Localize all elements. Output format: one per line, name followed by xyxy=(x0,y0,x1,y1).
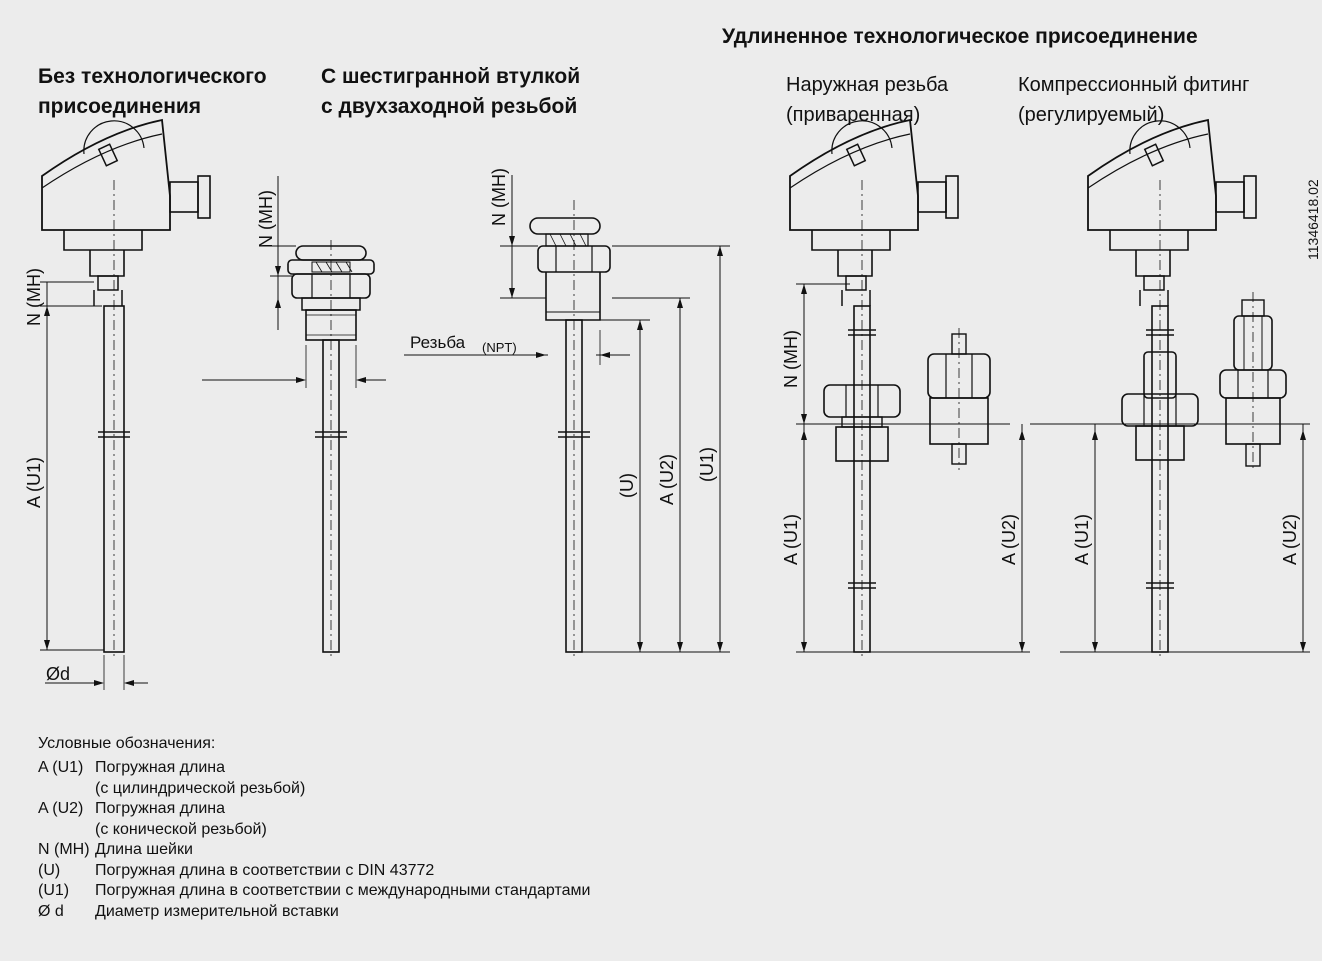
legend-description: Диаметр измерительной вставки xyxy=(95,902,339,920)
legend-description: (с конической резьбой) xyxy=(95,820,267,838)
header-compression-fitting-line2: (регулируемый) xyxy=(1018,104,1165,126)
label-a-u2-col4: A (U2) xyxy=(999,514,1019,565)
legend-description: Длина шейки xyxy=(95,841,193,858)
header-external-thread-line2: (приваренная) xyxy=(786,104,921,126)
legend-symbol: Ø d xyxy=(38,902,64,920)
legend-row: N (MH) Длина шейки xyxy=(38,840,590,861)
legend-row: A (U1) Погружная длина xyxy=(38,758,590,779)
legend-description: Погружная длина xyxy=(95,759,226,776)
legend-symbol: (U1) xyxy=(38,882,70,899)
legend-description: Погружная длина в соответствии с DIN 437… xyxy=(95,861,435,879)
label-a-u2-col3: A (U2) xyxy=(657,454,677,505)
legend-title: Условные обозначения: xyxy=(38,735,216,752)
header-no-connection-line2: присоединения xyxy=(38,95,202,118)
legend-symbol: A (U2) xyxy=(38,800,84,817)
column1-thermometer xyxy=(40,119,211,690)
header-compression-fitting-line1: Компрессионный фитинг xyxy=(1018,74,1250,96)
column2-thermometer xyxy=(202,176,386,660)
label-npt: (NPT) xyxy=(482,340,517,355)
label-u-col3: (U) xyxy=(617,473,637,498)
header-hex-bushing: С шестигранной втулкой с двухзаходной рез… xyxy=(321,62,580,122)
label-n-mh-col1: N (MH) xyxy=(24,268,44,326)
legend-row: A (U2) Погружная длина xyxy=(38,799,590,820)
label-n-mh-col2: N (MH) xyxy=(256,190,276,248)
label-a-u2-col5: A (U2) xyxy=(1280,514,1300,565)
legend-symbol: (U) xyxy=(38,861,61,879)
header-compression-fitting: Компрессионный фитинг (регулируемый) xyxy=(1018,70,1249,130)
legend-description: Погружная длина xyxy=(95,800,226,817)
label-n-mh-col4: N (MH) xyxy=(781,330,801,388)
label-a-u1-col4: A (U1) xyxy=(781,514,801,565)
label-u1-col3: (U1) xyxy=(697,447,717,482)
legend-description: (с цилиндрической резьбой) xyxy=(95,779,306,797)
column5-thermometer xyxy=(1030,119,1310,660)
label-diameter: Ød xyxy=(46,664,70,684)
column3-thermometer xyxy=(404,175,730,660)
label-thread: Резьба xyxy=(410,333,466,352)
legend: A (U1) Погружная длина (с цилиндрической р… xyxy=(38,758,590,922)
legend-row: (U1) Погружная длина в соответствии с меж… xyxy=(38,881,590,902)
legend-row: Ø d Диаметр измерительной вставки xyxy=(38,902,590,923)
label-n-mh-col3: N (MH) xyxy=(489,168,509,226)
header-external-thread: Наружная резьба (приваренная) xyxy=(786,70,948,130)
legend-symbol xyxy=(38,779,95,800)
legend-row: (с цилиндрической резьбой) xyxy=(38,779,590,800)
header-no-connection-line1: Без технологического xyxy=(38,65,267,88)
column4-thermometer xyxy=(789,119,1030,660)
legend-symbol: A (U1) xyxy=(38,759,84,776)
header-hex-bushing-line1: С шестигранной втулкой xyxy=(321,65,581,88)
legend-description: Погружная длина в соответствии с междуна… xyxy=(95,882,591,899)
label-a-u1-col1: A (U1) xyxy=(24,457,44,508)
legend-symbol xyxy=(38,820,95,841)
drawing-id: 11346418.02 xyxy=(1305,179,1321,260)
legend-symbol: N (MH) xyxy=(38,841,90,858)
legend-row: (с конической резьбой) xyxy=(38,820,590,841)
header-no-connection: Без технологического присоединения xyxy=(38,62,267,122)
header-external-thread-line1: Наружная резьба xyxy=(786,74,949,96)
header-hex-bushing-line2: с двухзаходной резьбой xyxy=(321,95,578,118)
header-extended-connection: Удлиненное технологическое присоединение xyxy=(722,25,1198,48)
label-a-u1-col5: A (U1) xyxy=(1072,514,1092,565)
legend-row: (U) Погружная длина в соответствии с DIN … xyxy=(38,861,590,882)
